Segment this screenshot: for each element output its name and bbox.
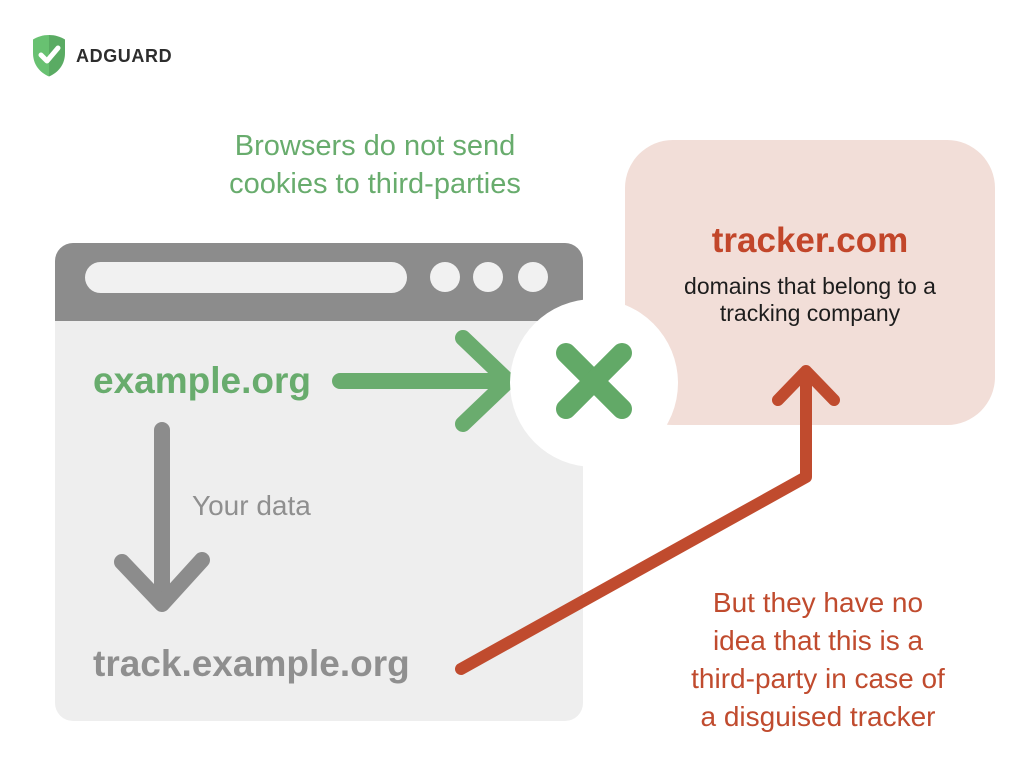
- subdomain-label: track.example.org: [93, 643, 410, 684]
- header-dot: [473, 262, 503, 292]
- down-arrow-icon: [114, 422, 210, 612]
- header-dot: [518, 262, 548, 292]
- cross-icon: [556, 343, 632, 419]
- header-dot: [430, 262, 460, 292]
- brand-wordmark: ADGUARD: [76, 45, 173, 66]
- site-label: example.org: [93, 360, 311, 401]
- browser-header-dots: [430, 262, 548, 292]
- browser-window: [55, 243, 583, 721]
- address-bar: [85, 262, 407, 293]
- tracker-domain-label: tracker.com: [711, 221, 909, 260]
- heading-text: Browsers do not send cookies to third-pa…: [229, 130, 521, 200]
- shield-check-icon: [33, 35, 65, 77]
- right-arrow-icon: [332, 330, 516, 432]
- bent-arrow-icon: [455, 365, 840, 675]
- your-data-label: Your data: [192, 490, 311, 521]
- tracker-description: domains that belong to a tracking compan…: [684, 273, 936, 326]
- tracker-bubble-shape: [625, 140, 995, 425]
- note-text: But they have no idea that this is a thi…: [691, 587, 945, 732]
- adguard-logo: ADGUARD: [30, 34, 172, 78]
